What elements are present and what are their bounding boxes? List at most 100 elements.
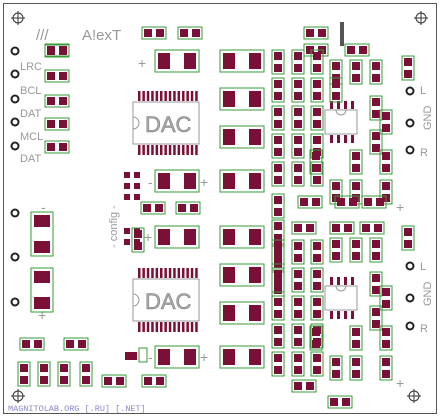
pad [59, 120, 67, 128]
config-pad [124, 228, 130, 234]
pad [352, 340, 360, 348]
pad [274, 108, 282, 116]
smd-resistor [310, 239, 324, 265]
pad [313, 242, 321, 250]
pad [294, 242, 302, 250]
pad [372, 308, 380, 316]
left-label-lrc: LRC [20, 61, 42, 73]
chip-pin [337, 311, 340, 319]
smd-resistor [361, 195, 387, 209]
pad [312, 328, 320, 336]
pad [376, 198, 384, 206]
output-pin [405, 261, 415, 271]
left-label-bcl: BCL [20, 85, 41, 97]
chip-pin [146, 268, 150, 278]
chip-pin [173, 322, 176, 332]
pad [362, 224, 370, 232]
chip-pin [344, 277, 347, 285]
capacitor [219, 263, 265, 287]
pad [372, 320, 380, 328]
output-pin [405, 118, 415, 128]
chip-pin [195, 322, 198, 332]
chip-pin [151, 322, 154, 332]
pad [274, 326, 282, 334]
pad [60, 364, 68, 372]
pad [352, 240, 360, 248]
pad [249, 173, 261, 189]
pad [294, 164, 302, 172]
pad [249, 229, 261, 245]
pad [274, 80, 282, 88]
pad [223, 173, 235, 189]
smd-resistor [291, 221, 317, 235]
pad [184, 349, 196, 365]
right-label-gnd-top: GND [422, 106, 434, 131]
pad [372, 132, 380, 140]
pad [294, 80, 302, 88]
pad [332, 224, 340, 232]
dac-chip-bottom-label: DAC [145, 289, 192, 314]
pad [352, 74, 360, 82]
smd-resistor [334, 195, 360, 209]
pad [274, 234, 282, 242]
pad [312, 152, 320, 160]
signal-pin [10, 69, 20, 79]
pad [352, 370, 360, 378]
pad [382, 182, 390, 190]
capacitor [219, 345, 265, 369]
pad [372, 110, 380, 118]
signal-resistor [44, 44, 70, 58]
pad [294, 270, 302, 278]
pad [404, 70, 412, 78]
pad [313, 52, 321, 60]
pad [332, 194, 340, 202]
smd-resistor [329, 221, 355, 235]
smd-resistor [141, 374, 167, 388]
pad [382, 288, 390, 296]
pad [274, 120, 282, 128]
dac-chip-top: DAC [132, 101, 200, 145]
pad [294, 298, 302, 306]
chip-pin [160, 91, 163, 101]
pad [274, 298, 282, 306]
pad [184, 173, 196, 189]
pad [59, 47, 67, 55]
pad [223, 349, 235, 365]
smd-resistor [309, 325, 323, 351]
pad [274, 222, 282, 230]
chip-pin [190, 322, 194, 332]
chip-pin [351, 311, 354, 319]
chip-pin [330, 101, 333, 109]
config-pad [134, 194, 140, 200]
pad [274, 64, 282, 72]
left-label-dat-2: DAT [20, 153, 41, 165]
smd-resistor [369, 129, 383, 155]
pad [318, 29, 326, 37]
smd-resistor [344, 43, 370, 57]
chip-pin [337, 277, 340, 285]
pad [274, 310, 282, 318]
pad [374, 224, 382, 232]
smd-resistor [291, 323, 305, 349]
chip-pin [168, 322, 172, 332]
chip-pin [351, 101, 354, 109]
pad [294, 354, 302, 362]
chip-pin [155, 91, 159, 101]
pad [184, 229, 196, 245]
capacitor [154, 169, 200, 193]
pad [178, 204, 186, 212]
smd-resistor [327, 395, 353, 409]
pad [294, 92, 302, 100]
smd-resistor [401, 225, 415, 251]
config-pad [134, 183, 140, 189]
pad [306, 382, 314, 390]
pad [274, 270, 282, 278]
pad [313, 254, 321, 262]
chip-pin [182, 268, 185, 278]
pad [313, 64, 321, 72]
pad [274, 176, 282, 184]
pad [372, 252, 380, 260]
smd-resistor [271, 133, 285, 159]
pad [34, 340, 42, 348]
smd-resistor [291, 77, 305, 103]
